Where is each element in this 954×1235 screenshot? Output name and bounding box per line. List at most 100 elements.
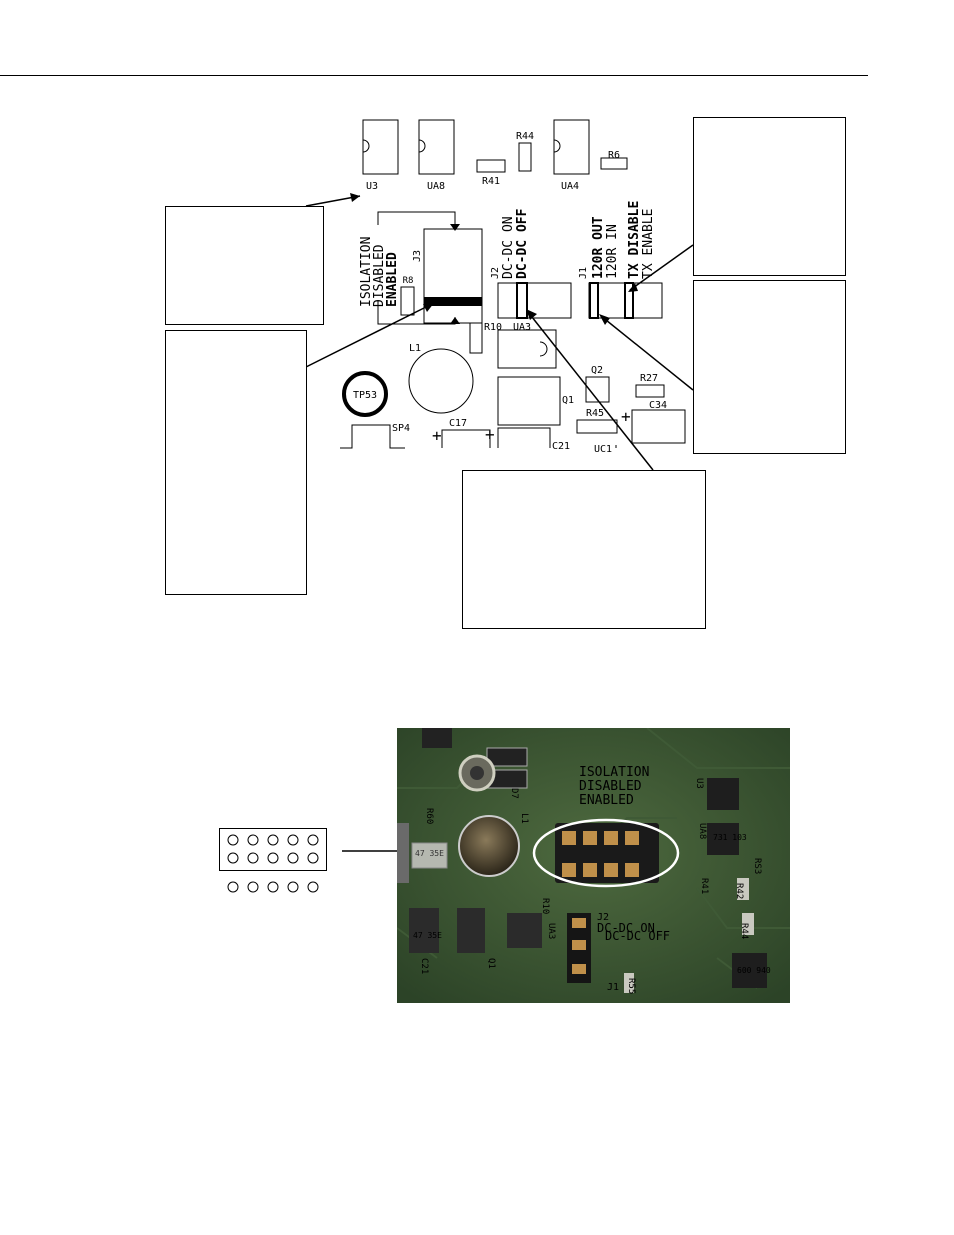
- label-r8: R8: [403, 276, 414, 286]
- j1-shunt-right: [624, 282, 634, 319]
- u3-chip: [362, 119, 399, 175]
- j3-jumper: [423, 228, 483, 324]
- photo-silk-r10: R10: [540, 898, 550, 914]
- callout-j3: [165, 330, 307, 595]
- plus-c34: +: [621, 407, 631, 426]
- board-diagram: U3 UA8 R44 R41 UA4 R6 R8 R10 UA3 L1 TP53…: [305, 119, 694, 471]
- photo-silk-r44: R44: [739, 923, 749, 939]
- l1-inductor: [408, 348, 474, 414]
- photo-silk-r41: R41: [699, 878, 709, 894]
- label-q2: Q2: [591, 365, 603, 376]
- plus-c21: +: [485, 425, 495, 444]
- label-uc1: UC1: [594, 444, 612, 455]
- arrowhead-j3: [423, 303, 434, 312]
- label-c17: C17: [449, 418, 467, 429]
- photo-chip-mark-2: 600 940: [737, 966, 771, 975]
- label-tx-disable: TX DISABLE: [627, 201, 642, 279]
- ua4-notch: [553, 139, 561, 153]
- label-r41: R41: [482, 176, 500, 187]
- photo-silk-l1: L1: [519, 813, 529, 824]
- c17-outline: [441, 429, 491, 448]
- leader-120r: [600, 315, 694, 391]
- ua8-notch: [418, 139, 426, 153]
- photo-silk-ua3: UA3: [546, 923, 556, 939]
- q1-transistor: [497, 376, 561, 426]
- r27-resistor: [635, 384, 665, 398]
- tp53-testpoint: [342, 371, 388, 417]
- callout-tx: [693, 117, 846, 276]
- label-q1: Q1: [562, 395, 574, 406]
- r8-resistor: [400, 286, 415, 316]
- photo-silk-r55: R55: [626, 978, 636, 994]
- photo-silk-u3: U3: [694, 778, 704, 789]
- label-j2: J2: [490, 267, 501, 279]
- label-r6-top: R6: [608, 150, 620, 161]
- label-isolation-enabled: ENABLED: [385, 252, 400, 307]
- c21-outline: [497, 427, 551, 448]
- label-120r-out: 120R OUT: [591, 216, 606, 279]
- label-ua3: UA3: [513, 322, 531, 333]
- r41-resistor: [476, 159, 506, 173]
- photo-cap-mark-2: 47 35E: [413, 931, 442, 940]
- photo-silk-r60: R60: [424, 808, 434, 824]
- photo-silk-c21: C21: [419, 958, 429, 974]
- photo-silk-r42: R42: [734, 883, 744, 899]
- label-isolation-disabled: DISABLED: [372, 244, 387, 307]
- label-u3: U3: [366, 181, 378, 192]
- callout-u3: [165, 206, 324, 325]
- arrowhead-120r: [599, 314, 610, 325]
- photo-silk-enabled: ENABLED: [579, 793, 634, 808]
- isolation-bracket-top: [377, 211, 456, 225]
- photo-silk-j2: J2: [597, 912, 609, 923]
- leader-j3: [305, 304, 431, 368]
- photo-silk-disabled: DISABLED: [579, 779, 642, 794]
- label-dcdc-on: DC-DC ON: [501, 216, 516, 279]
- photo-silk-dcdc-off: DC-DC OFF: [605, 929, 670, 943]
- photo-silk-dcdc-on: DC-DC ON: [597, 921, 655, 935]
- label-j3: J3: [412, 250, 423, 262]
- c34-capacitor: [631, 409, 686, 444]
- label-sp4: SP4: [392, 423, 410, 434]
- photo-chip-mark-1: 731 103: [713, 833, 747, 842]
- r10-resistor: [469, 322, 483, 354]
- bracket-arrow-bottom: [450, 317, 460, 324]
- board-photo-art: ISOLATION DISABLED ENABLED J2 DC-DC ON D…: [397, 728, 790, 1003]
- board-photo: ISOLATION DISABLED ENABLED J2 DC-DC ON D…: [397, 728, 790, 1003]
- arrowhead-tx: [628, 283, 638, 292]
- label-120r-in: 120R IN: [605, 224, 620, 279]
- label-tx-enable: TX ENABLE: [641, 209, 656, 279]
- label-j1: J1: [578, 267, 589, 279]
- callout-dcdc: [462, 470, 706, 629]
- plus-c17: +: [432, 426, 442, 445]
- r44-resistor: [518, 142, 532, 172]
- label-isolation: ISOLATION: [359, 237, 374, 307]
- callout-120r: [693, 280, 846, 454]
- photo-silk-q1: Q1: [486, 958, 496, 969]
- leader-tx-disable: [629, 244, 694, 291]
- photo-cap-mark-1: 47 35E: [415, 849, 444, 858]
- bracket-arrow-top: [450, 224, 460, 231]
- sp4-outline: [340, 424, 405, 449]
- photo-silk-d7: D7: [509, 788, 519, 799]
- ua3-chip: [497, 329, 557, 369]
- label-r44: R44: [516, 131, 534, 142]
- pin-header-box: [219, 828, 327, 871]
- label-dcdc-off: DC-DC OFF: [515, 208, 530, 279]
- j1-shunt-left: [589, 282, 599, 319]
- label-c21: C21: [552, 441, 570, 452]
- j2-jumper: [497, 282, 572, 319]
- label-c34: C34: [649, 400, 667, 411]
- j3-shunt: [424, 297, 482, 306]
- ua8-chip: [418, 119, 455, 175]
- label-ua8: UA8: [427, 181, 445, 192]
- u3-notch: [362, 139, 370, 153]
- j2-shunt: [516, 282, 528, 319]
- label-r27: R27: [640, 373, 658, 384]
- label-tp53: TP53: [353, 390, 377, 401]
- r45-resistor: [576, 419, 618, 434]
- arrowhead-dcdc: [526, 309, 537, 320]
- q2-transistor: [585, 376, 610, 403]
- arrowhead-u3: [350, 193, 360, 202]
- leader-u3: [305, 195, 361, 207]
- ua4-chip: [553, 119, 590, 175]
